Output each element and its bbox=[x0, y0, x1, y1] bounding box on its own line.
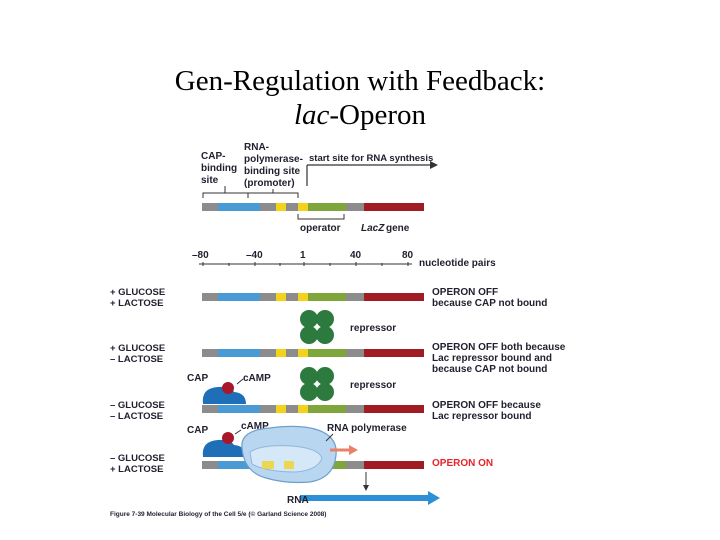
rna-transcript bbox=[300, 491, 440, 505]
rna-down-arrow bbox=[363, 472, 369, 491]
tick-label-1: 1 bbox=[300, 250, 306, 261]
promoter-bracket bbox=[247, 189, 299, 198]
slide-title-line2: lac-Operon bbox=[0, 98, 720, 132]
rnap-site-label-2: polymerase- bbox=[244, 154, 303, 165]
nucleotide-pairs-label: nucleotide pairs bbox=[419, 258, 496, 269]
camp-pointer-cond4 bbox=[234, 429, 242, 435]
rnap-pointer bbox=[325, 433, 334, 442]
lacz-label: LacZ bbox=[361, 223, 385, 234]
rna-label: RNA bbox=[287, 495, 309, 506]
operator-label: operator bbox=[300, 223, 341, 234]
rnap-site-label-4: (promoter) bbox=[244, 178, 295, 189]
repressor-cond2 bbox=[300, 310, 334, 344]
cap-label-cond4: CAP bbox=[187, 425, 208, 436]
camp-pointer-cond3 bbox=[236, 378, 244, 385]
cond2-glucose: + GLUCOSE bbox=[110, 343, 165, 354]
cond3-status-1: OPERON OFF because bbox=[432, 400, 541, 411]
cap-site-bracket bbox=[202, 186, 249, 198]
cond3-lactose: – LACTOSE bbox=[110, 411, 163, 422]
cap-site-label-3: site bbox=[201, 175, 219, 186]
cap-protein-cond3 bbox=[202, 386, 246, 404]
cond3-status-2: Lac repressor bound bbox=[432, 411, 531, 422]
rna-polymerase-label: RNA polymerase bbox=[327, 423, 407, 434]
cond4-lactose: + LACTOSE bbox=[110, 464, 163, 475]
cond1-lactose: + LACTOSE bbox=[110, 298, 163, 309]
transcription-direction-arrow bbox=[330, 445, 358, 455]
cond1-status-2: because CAP not bound bbox=[432, 298, 547, 309]
start-site-arrow bbox=[306, 161, 438, 186]
slide-title-line1: Gen-Regulation with Feedback: bbox=[174, 65, 546, 97]
repressor-label-cond3: repressor bbox=[350, 380, 396, 391]
cond4-glucose: – GLUCOSE bbox=[110, 453, 165, 464]
dna-strand-cond2 bbox=[202, 349, 424, 357]
cap-label-cond3: CAP bbox=[187, 373, 208, 384]
tick-label-m80: –80 bbox=[192, 250, 209, 261]
cond3-glucose: – GLUCOSE bbox=[110, 400, 165, 411]
tick-label-m40: –40 bbox=[246, 250, 263, 261]
cond2-status-1: OPERON OFF both because bbox=[432, 342, 566, 353]
camp-molecule-cond4 bbox=[222, 432, 234, 444]
start-site-label: start site for RNA synthesis bbox=[309, 153, 433, 164]
dna-strand-cond1 bbox=[202, 293, 424, 301]
rnap-site-label-1: RNA- bbox=[244, 142, 269, 153]
cond1-status-1: OPERON OFF bbox=[432, 287, 498, 298]
dna-strand-reference bbox=[202, 203, 424, 211]
cond2-status-3: because CAP not bound bbox=[432, 364, 547, 375]
cond2-status-2: Lac repressor bound and bbox=[432, 353, 552, 364]
title-italic-lac: lac bbox=[293, 99, 330, 131]
title-operon: -Operon bbox=[329, 99, 427, 131]
operator-bracket bbox=[297, 214, 345, 220]
repressor-label-cond2: repressor bbox=[350, 323, 396, 334]
tick-label-40: 40 bbox=[350, 250, 362, 261]
cap-site-label-1: CAP- bbox=[201, 151, 225, 162]
rnap-site-label-3: binding site bbox=[244, 166, 301, 177]
cond4-status-1: OPERON ON bbox=[432, 458, 493, 469]
camp-label-cond3: cAMP bbox=[243, 373, 271, 384]
cap-site-label-2: binding bbox=[201, 163, 237, 174]
cond1-glucose: + GLUCOSE bbox=[110, 287, 165, 298]
camp-label-cond4: cAMP bbox=[241, 421, 269, 432]
scale-ruler bbox=[199, 262, 412, 266]
tick-label-80: 80 bbox=[402, 250, 414, 261]
repressor-cond3 bbox=[300, 367, 334, 401]
rna-polymerase bbox=[241, 425, 337, 484]
dna-strand-cond3 bbox=[202, 405, 424, 413]
figure-caption: Figure 7-39 Molecular Biology of the Cel… bbox=[110, 510, 326, 518]
camp-molecule-cond3 bbox=[222, 382, 234, 394]
cap-protein-cond4 bbox=[202, 439, 246, 457]
cond2-lactose: – LACTOSE bbox=[110, 354, 163, 365]
gene-label: gene bbox=[386, 223, 410, 234]
